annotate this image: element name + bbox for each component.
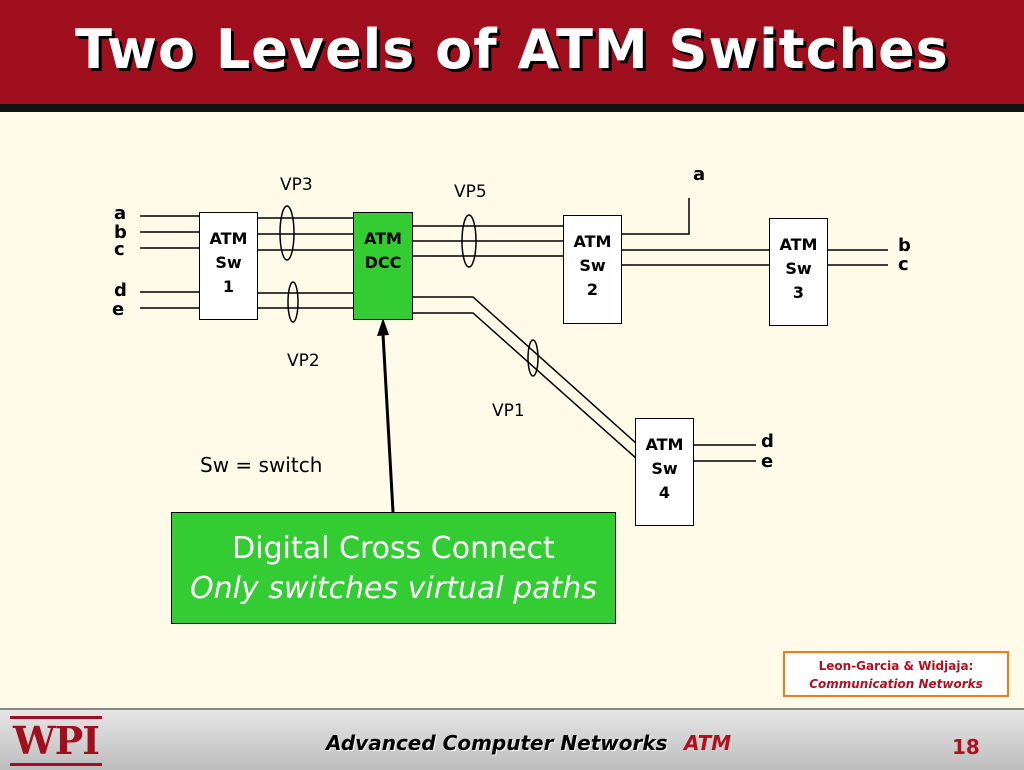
input-label-e: e xyxy=(112,299,125,320)
vp3-label: VP3 xyxy=(280,175,313,195)
atm-switch-1: ATM Sw 1 xyxy=(199,212,258,320)
vp2-label: VP2 xyxy=(287,351,320,371)
logo-bottom-rule xyxy=(10,763,102,766)
sw4-line3: 4 xyxy=(658,483,671,502)
vp3-ellipse xyxy=(279,205,295,261)
title-bar xyxy=(0,0,1024,112)
credit-line1: Leon-Garcia & Widjaja: xyxy=(818,659,974,673)
slide-title: Two Levels of ATM Switches xyxy=(75,18,949,81)
sw2-line3: 2 xyxy=(586,280,599,299)
footer-course-name: Advanced Computer Networks xyxy=(326,731,668,755)
legend-text: Sw = switch xyxy=(200,453,323,477)
atm-switch-4: ATM Sw 4 xyxy=(635,418,694,526)
input-label-c: c xyxy=(114,239,125,260)
credit-box: Leon-Garcia & Widjaja: Communication Net… xyxy=(783,651,1009,697)
vp5-ellipse xyxy=(461,214,477,268)
vp2-ellipse xyxy=(287,281,299,323)
sw3-line1: ATM xyxy=(779,235,818,254)
dcc-callout: Digital Cross Connect Only switches virt… xyxy=(171,512,616,624)
input-label-a: a xyxy=(114,203,127,224)
atm-switch-2: ATM Sw 2 xyxy=(563,215,622,324)
sw2-line1: ATM xyxy=(573,232,612,251)
sw4-line1: ATM xyxy=(645,435,684,454)
sw1-line3: 1 xyxy=(222,277,235,296)
atm-dcc: ATM DCC xyxy=(353,212,413,320)
vp1-link-1 xyxy=(413,296,638,445)
output-label-b: b xyxy=(898,235,911,256)
input-label-b: b xyxy=(114,222,127,243)
footer-bar xyxy=(0,708,1024,770)
output-label-a: a xyxy=(693,164,706,185)
vp1-label: VP1 xyxy=(492,401,525,421)
sw3-line3: 3 xyxy=(792,283,805,302)
output-label-e: e xyxy=(761,451,774,472)
dcc-line1: ATM xyxy=(364,229,402,248)
atm-switch-3: ATM Sw 3 xyxy=(769,218,828,326)
sw2-line2: Sw xyxy=(579,256,606,275)
dcc-arrow-head xyxy=(377,318,389,336)
credit-line2: Communication Networks xyxy=(809,677,983,691)
sw4-line2: Sw xyxy=(651,459,678,478)
output-label-c: c xyxy=(898,254,909,275)
page-number: 18 xyxy=(952,735,980,759)
dcc-line2: DCC xyxy=(364,253,402,272)
sw2-output-a xyxy=(622,198,690,235)
callout-line1: Digital Cross Connect xyxy=(232,531,555,566)
output-label-d: d xyxy=(761,431,774,452)
atm-network-diagram xyxy=(140,198,888,513)
input-label-d: d xyxy=(114,280,127,301)
vp5-label: VP5 xyxy=(454,182,487,202)
wpi-logo: WPI xyxy=(12,718,100,763)
vp1-ellipse xyxy=(527,339,539,377)
vp1-link-2 xyxy=(413,312,638,460)
logo-top-rule xyxy=(10,716,102,719)
callout-line2: Only switches virtual paths xyxy=(190,571,597,606)
sw1-line1: ATM xyxy=(209,229,248,248)
dcc-arrow-line xyxy=(381,333,395,513)
footer-topic: ATM xyxy=(684,731,732,755)
sw3-line2: Sw xyxy=(785,259,812,278)
sw1-line2: Sw xyxy=(215,253,242,272)
